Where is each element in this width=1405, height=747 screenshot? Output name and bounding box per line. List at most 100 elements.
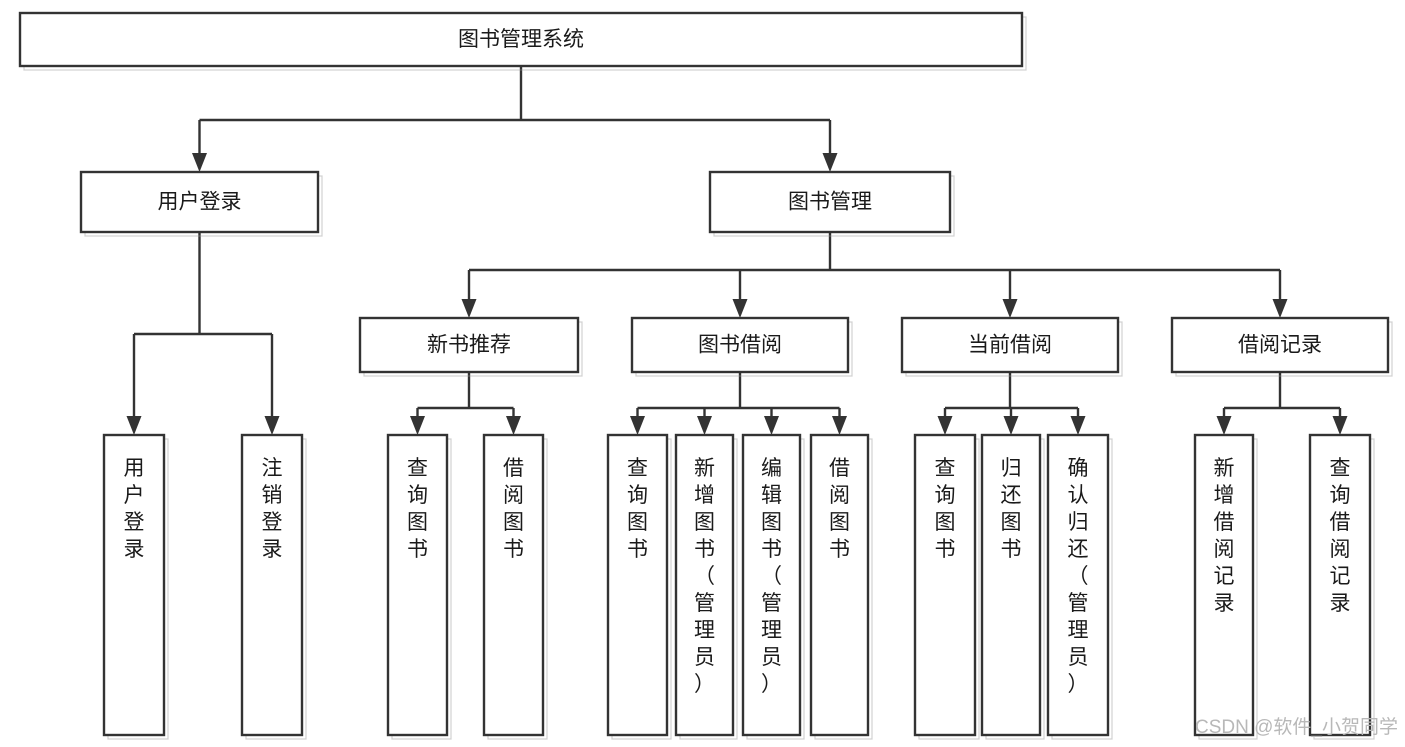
node-label-char: 登	[124, 511, 145, 534]
node-label-char: 录	[124, 538, 145, 561]
node-label-char: 询	[1330, 484, 1351, 507]
node-label-char: 借	[1214, 511, 1235, 534]
node-label: 用户登录	[124, 457, 145, 561]
level2-node-新书推荐-0[interactable]: 新书推荐	[358, 316, 583, 377]
arrow-head-icon	[822, 153, 838, 172]
node-label-char: 还	[1068, 538, 1089, 561]
node-label: 借阅记录	[1238, 334, 1322, 357]
arrow-head-icon	[832, 416, 847, 435]
node-label: 图书管理系统	[458, 28, 584, 51]
level2-node-当前借阅-2[interactable]: 当前借阅	[900, 316, 1123, 377]
node-layer: 图书管理系统用户登录图书管理新书推荐图书借阅当前借阅借阅记录用户登录注销登录查询…	[18, 11, 1393, 740]
root-node-图书管理系统-0[interactable]: 图书管理系统	[18, 11, 1027, 71]
node-label-char: 管	[761, 592, 782, 615]
node-box-rect[interactable]	[1193, 433, 1255, 737]
node-box-rect[interactable]	[674, 433, 735, 737]
level1-node-图书管理-1[interactable]: 图书管理	[708, 170, 955, 237]
node-box-rect[interactable]	[809, 433, 870, 737]
arrow-head-icon	[1002, 299, 1018, 318]
node-box-rect[interactable]	[18, 11, 1024, 68]
node-box-rect[interactable]	[386, 433, 449, 737]
node-label-char: 确	[1068, 457, 1089, 480]
node-label-char: 增	[1214, 484, 1235, 507]
arrow-head-icon	[461, 299, 477, 318]
arrow-head-icon	[1216, 416, 1232, 435]
node-box-rect[interactable]	[1170, 316, 1390, 374]
node-label-char: 认	[1068, 484, 1089, 507]
node-box-rect[interactable]	[741, 433, 802, 737]
node-box-rect[interactable]	[79, 170, 320, 234]
level2-node-图书借阅-1[interactable]: 图书借阅	[630, 316, 853, 377]
node-box-rect[interactable]	[102, 433, 166, 737]
node-label-char: 书	[1001, 538, 1022, 561]
node-label-char: 图	[1001, 511, 1022, 534]
node-box-rect[interactable]	[1308, 433, 1372, 737]
node-label-char: 户	[124, 484, 145, 507]
node-box-rect[interactable]	[358, 316, 580, 374]
node-label-char: ）	[694, 673, 715, 696]
node-box-rect[interactable]	[1046, 433, 1110, 737]
node-label-char: 员	[761, 646, 782, 669]
node-label: 当前借阅	[968, 334, 1052, 357]
arrow-head-icon	[410, 416, 425, 435]
node-box-rect[interactable]	[630, 316, 850, 374]
node-label: 图书借阅	[698, 334, 782, 357]
node-box-rect[interactable]	[900, 316, 1120, 374]
node-label-char: 阅	[503, 484, 524, 507]
node-box-rect[interactable]	[980, 433, 1042, 737]
node-label-char: 销	[262, 484, 283, 507]
node-label-char: 记	[1330, 565, 1351, 588]
node-label-char: 书	[627, 538, 648, 561]
node-label-char: 用	[124, 457, 145, 480]
node-label-char: 辑	[761, 484, 782, 507]
leaf-node-用户登录-0[interactable]: 用户登录	[102, 433, 169, 740]
node-label: 图书管理	[788, 191, 872, 214]
node-label-char: 增	[694, 484, 715, 507]
node-box-rect[interactable]	[606, 433, 669, 737]
node-label-char: 图	[694, 511, 715, 534]
node-label: 新书推荐	[427, 334, 511, 357]
arrow-head-icon	[937, 416, 953, 435]
node-label-char: （	[1068, 565, 1089, 588]
node-label-char: 阅	[829, 484, 850, 507]
connector-layer	[126, 66, 1348, 435]
node-box-rect[interactable]	[708, 170, 952, 234]
level2-node-借阅记录-3[interactable]: 借阅记录	[1170, 316, 1393, 377]
arrow-head-icon	[630, 416, 645, 435]
node-label-char: 录	[262, 538, 283, 561]
node-label-char: 注	[262, 457, 283, 480]
level1-node-用户登录-0[interactable]: 用户登录	[79, 170, 323, 237]
node-box-rect[interactable]	[482, 433, 545, 737]
node-label-char: 询	[407, 484, 428, 507]
arrow-head-icon	[764, 416, 779, 435]
node-label-char: 员	[1068, 646, 1089, 669]
node-box-rect[interactable]	[240, 433, 304, 737]
arrow-head-icon	[126, 416, 142, 435]
node-label-char: 查	[1330, 457, 1351, 480]
node-box-rect[interactable]	[913, 433, 977, 737]
node-label-char: 记	[1214, 565, 1235, 588]
node-label-char: 理	[761, 619, 782, 642]
node-label-char: 理	[1068, 619, 1089, 642]
node-label-char: 还	[1001, 484, 1022, 507]
node-label-char: 书	[407, 538, 428, 561]
